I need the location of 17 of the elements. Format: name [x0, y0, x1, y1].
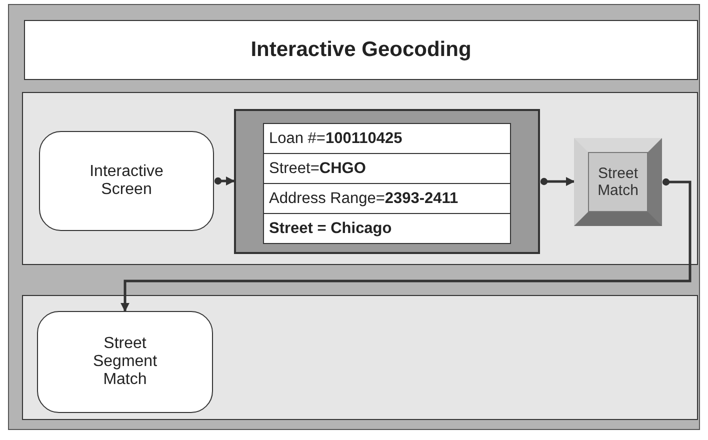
connector-arrow — [120, 178, 692, 312]
connector-arrow — [540, 177, 575, 186]
panel-background — [22, 92, 698, 265]
node-label: Street Match — [596, 165, 640, 199]
connector-arrow — [214, 176, 235, 186]
node-label: Street Segment Match — [92, 335, 158, 389]
process-box — [39, 131, 214, 231]
panel-background — [22, 295, 698, 420]
record-field: Loan #=100110425 — [264, 124, 510, 154]
process-box — [37, 311, 213, 413]
diagram-title: Interactive Geocoding — [24, 20, 698, 80]
bevel-box — [574, 138, 662, 226]
record-field: Address Range=2393-2411 — [264, 184, 510, 214]
node-label: Interactive Screen — [88, 163, 164, 199]
record-field: Street=CHGO — [264, 154, 510, 184]
record-frame — [234, 109, 540, 254]
record-field: Street = Chicago — [264, 214, 510, 243]
